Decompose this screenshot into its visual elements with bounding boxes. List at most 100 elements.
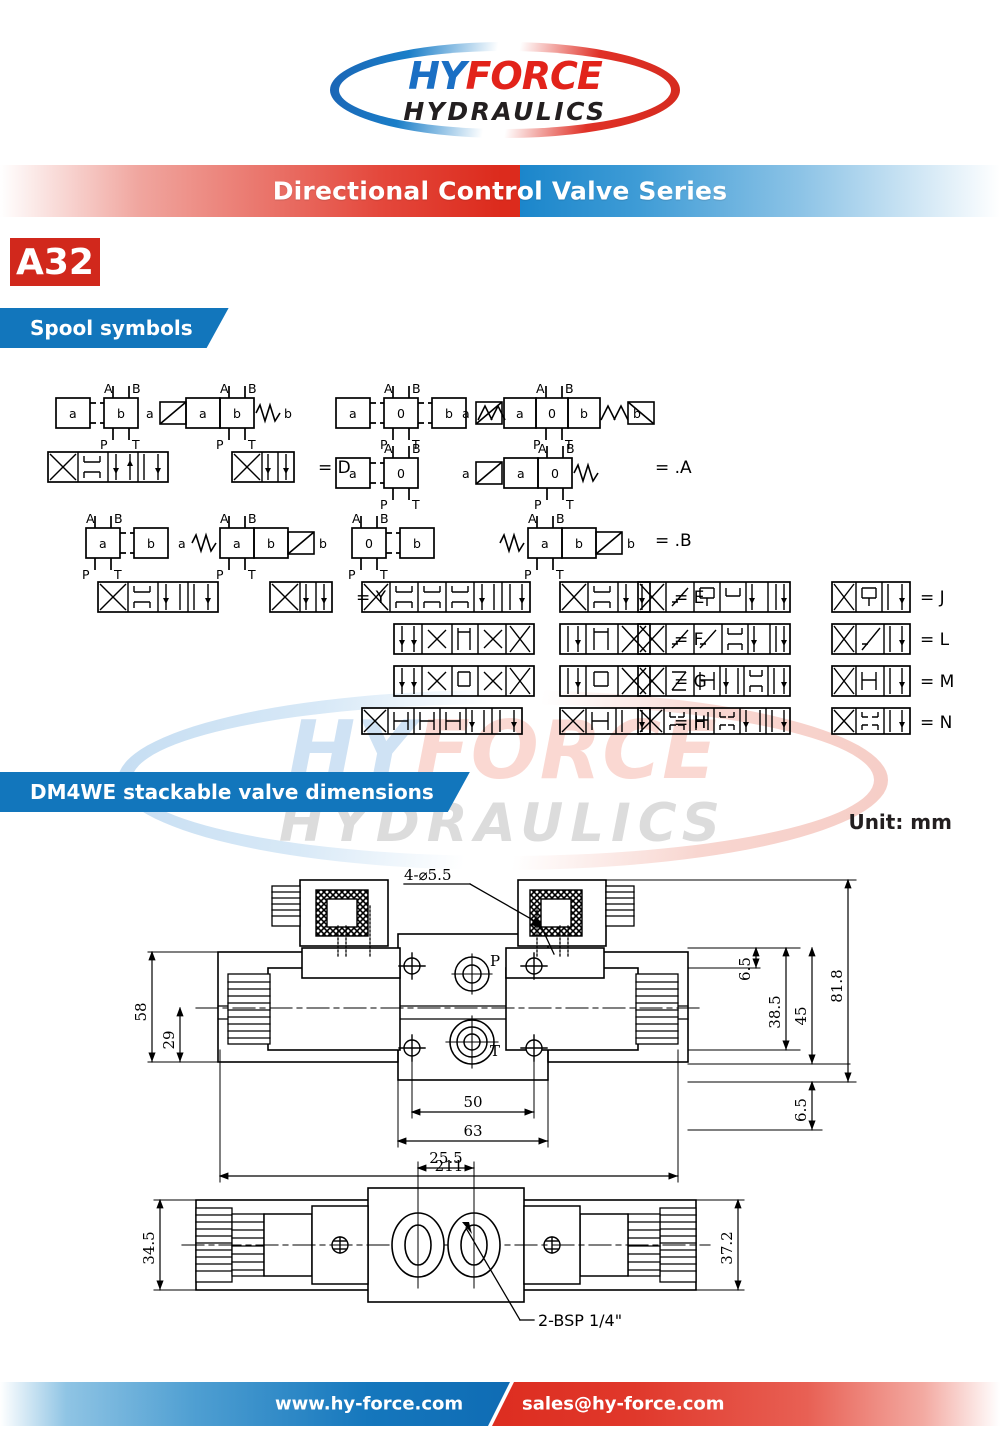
- svg-text:b: b: [580, 406, 588, 421]
- svg-text:T: T: [564, 437, 573, 452]
- svg-text:T: T: [565, 497, 574, 512]
- svg-text:B: B: [566, 441, 575, 456]
- svg-text:B: B: [380, 511, 389, 526]
- svg-text:a: a: [516, 406, 524, 421]
- spool-code-B: = .B: [655, 531, 692, 551]
- svg-text:0: 0: [551, 466, 559, 481]
- svg-text:b: b: [267, 536, 275, 551]
- logo-force-text: FORCE: [465, 53, 602, 98]
- spool-code-J: = J: [920, 588, 945, 608]
- svg-text:A: A: [220, 511, 229, 526]
- svg-text:T: T: [555, 567, 564, 582]
- svg-text:0: 0: [397, 466, 405, 481]
- svg-text:B: B: [556, 511, 565, 526]
- callout-mounting-holes: 4-⌀5.5: [404, 866, 452, 884]
- svg-text:b: b: [117, 406, 125, 421]
- svg-text:a: a: [349, 466, 357, 481]
- svg-text:P: P: [380, 497, 388, 512]
- svg-text:a: a: [99, 536, 107, 551]
- svg-text:P: P: [380, 437, 388, 452]
- dim-45: 45: [792, 1006, 810, 1025]
- svg-text:a: a: [349, 406, 357, 421]
- dim-211: 211: [435, 1157, 464, 1175]
- dim-38-5: 38.5: [766, 995, 784, 1028]
- logo-oval-ring: [330, 42, 680, 138]
- svg-text:T: T: [379, 567, 388, 582]
- spool-code-L: = L: [920, 630, 950, 650]
- svg-text:A: A: [384, 441, 393, 456]
- footer-email-link[interactable]: sales@hy-force.com: [522, 1393, 725, 1415]
- svg-text:B: B: [412, 381, 421, 396]
- svg-text:0: 0: [365, 536, 373, 551]
- model-code-badge: A32: [10, 238, 100, 286]
- svg-text:b: b: [147, 536, 155, 551]
- svg-text:B: B: [412, 441, 421, 456]
- svg-text:a: a: [69, 406, 77, 421]
- port-label-P: P: [490, 952, 500, 970]
- footer-website-link[interactable]: www.hy-force.com: [275, 1393, 464, 1415]
- spool-symbols-diagram: a b A B P T a a: [0, 366, 1000, 736]
- svg-text:P: P: [348, 567, 356, 582]
- svg-text:A: A: [536, 381, 545, 396]
- svg-text:T: T: [247, 567, 256, 582]
- logo-hydraulics-text: HYDRAULICS: [403, 96, 607, 126]
- svg-text:T: T: [411, 497, 420, 512]
- svg-text:0: 0: [548, 406, 556, 421]
- svg-text:b: b: [575, 536, 583, 551]
- svg-text:T: T: [113, 567, 122, 582]
- svg-text:P: P: [82, 567, 90, 582]
- svg-text:a: a: [178, 536, 186, 551]
- svg-text:P: P: [524, 567, 532, 582]
- svg-text:A: A: [384, 381, 393, 396]
- logo-wordmark: HYFORCE: [408, 53, 603, 98]
- dim-29: 29: [160, 1030, 178, 1049]
- port-label-T: T: [490, 1042, 500, 1060]
- svg-text:B: B: [248, 381, 257, 396]
- svg-text:A: A: [86, 511, 95, 526]
- svg-text:P: P: [534, 497, 542, 512]
- dim-6-5-bottom: 6.5: [792, 1098, 810, 1122]
- svg-text:B: B: [565, 381, 574, 396]
- logo-hy-text: HY: [408, 53, 466, 98]
- page-title-bar: Directional Control Valve Series: [0, 165, 1000, 217]
- svg-text:b: b: [233, 406, 241, 421]
- svg-text:a: a: [233, 536, 241, 551]
- spool-code-A: = .A: [655, 458, 692, 478]
- svg-text:P: P: [533, 437, 541, 452]
- valve-dimension-drawing: 58 29 50 63 211 6.5 38.5 45 81.8 6.5 34.…: [0, 856, 1000, 1366]
- svg-text:P: P: [100, 437, 108, 452]
- svg-text:b: b: [319, 536, 327, 551]
- spool-code-E: = E: [674, 588, 704, 608]
- dim-63: 63: [463, 1122, 482, 1140]
- callout-bsp-thread: 2-BSP 1/4": [538, 1311, 622, 1330]
- svg-text:a: a: [462, 406, 470, 421]
- svg-text:a: a: [462, 466, 470, 481]
- unit-label: Unit: mm: [848, 810, 952, 834]
- dim-6-5-top: 6.5: [736, 957, 754, 981]
- logo-text: HYFORCE HYDRAULICS: [330, 42, 680, 138]
- svg-text:B: B: [132, 381, 141, 396]
- dim-50: 50: [463, 1093, 482, 1111]
- svg-text:b: b: [445, 406, 453, 421]
- svg-text:b: b: [633, 406, 641, 421]
- spool-code-M: = M: [920, 672, 954, 692]
- svg-text:A: A: [528, 511, 537, 526]
- company-logo: HYFORCE HYDRAULICS: [330, 42, 680, 138]
- svg-text:A: A: [538, 441, 547, 456]
- svg-text:P: P: [216, 437, 224, 452]
- page-title: Directional Control Valve Series: [272, 176, 728, 206]
- footer-blue-band: [0, 1382, 510, 1426]
- svg-text:b: b: [413, 536, 421, 551]
- svg-text:B: B: [114, 511, 123, 526]
- section-header-spool-symbols: Spool symbols: [0, 308, 229, 348]
- spool-code-D: = D: [318, 458, 351, 478]
- svg-text:P: P: [216, 567, 224, 582]
- logo-oval-inner: [339, 51, 671, 129]
- svg-text:0: 0: [397, 406, 405, 421]
- svg-text:A: A: [104, 381, 113, 396]
- svg-text:a: a: [146, 406, 154, 421]
- svg-text:b: b: [284, 406, 292, 421]
- svg-text:b: b: [627, 536, 635, 551]
- svg-text:T: T: [247, 437, 256, 452]
